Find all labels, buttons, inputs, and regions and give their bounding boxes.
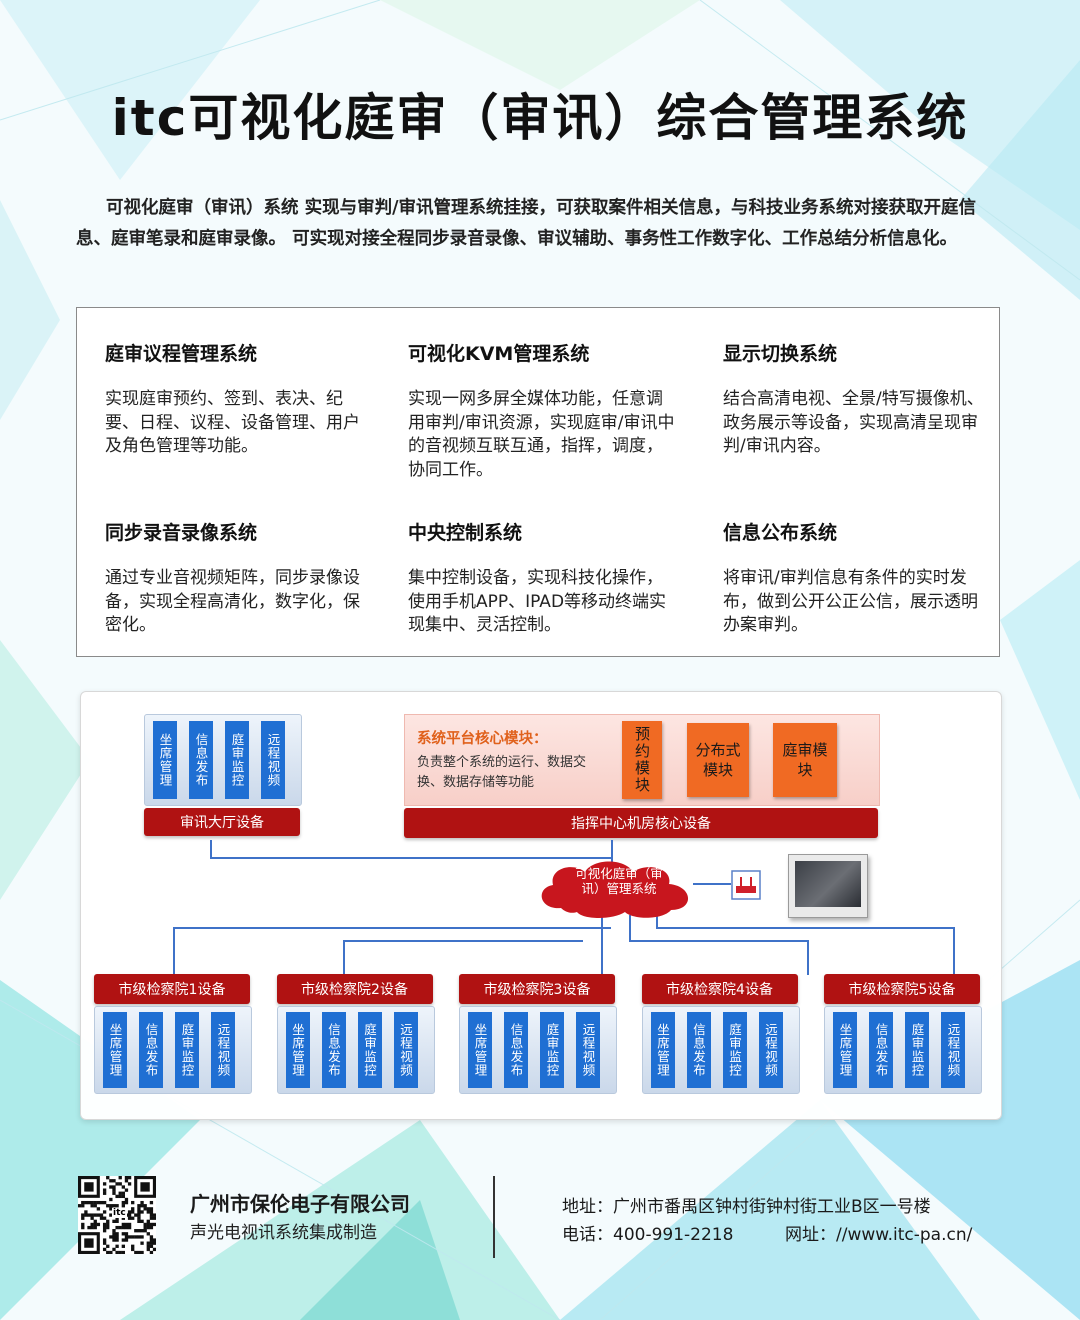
feature-grid: 庭审议程管理系统 实现庭审预约、签到、表决、纪要、日程、议程、设备管理、用户及角… <box>76 307 1000 657</box>
feature-title: 可视化KVM管理系统 <box>408 343 590 365</box>
connector-line <box>173 927 611 929</box>
company-slogan: 声光电视讯系统集成制造 <box>190 1223 377 1243</box>
connector-line <box>611 840 613 858</box>
module-block: 信息发布 <box>321 1012 346 1088</box>
branch-label: 市级检察院2设备 <box>276 974 433 1004</box>
footer: itc 广州市保伦电子有限公司 声光电视讯系统集成制造 地址：广州市番禺区钟村街… <box>0 1170 1080 1270</box>
qr-center-logo: itc <box>112 1208 127 1218</box>
module-block: 庭审监控 <box>357 1012 382 1088</box>
router-icon <box>731 870 761 900</box>
connector-line <box>343 940 345 975</box>
module-block: 远程视频 <box>941 1012 965 1088</box>
connector-line <box>629 940 807 942</box>
module-block: 信息发布 <box>189 721 213 799</box>
module-block: 信息发布 <box>869 1012 893 1088</box>
feature-agenda: 庭审议程管理系统 实现庭审预约、签到、表决、纪要、日程、议程、设备管理、用户及角… <box>105 339 375 459</box>
feature-desc: 实现庭审预约、签到、表决、纪要、日程、议程、设备管理、用户及角色管理等功能。 <box>105 389 360 456</box>
module-block: 远程视频 <box>758 1012 783 1088</box>
feature-desc: 集中控制设备，实现科技化操作，使用手机APP、IPAD等移动终端实现集中、灵活控… <box>408 568 667 635</box>
module-block: 坐席管理 <box>153 721 177 799</box>
feature-desc: 通过专业音视频矩阵，同步录像设备，实现全程高清化，数字化，保密化。 <box>105 568 360 635</box>
feature-recording: 同步录音录像系统 通过专业音视频矩阵，同步录像设备，实现全程高清化，数字化，保密… <box>105 518 375 638</box>
display-monitor-icon <box>788 854 868 918</box>
feature-desc: 结合高清电视、全景/特写摄像机、政务展示等设备，实现高清呈现审判/审讯内容。 <box>723 389 984 456</box>
module-block: 坐席管理 <box>468 1012 492 1088</box>
module-block: 远程视频 <box>261 721 285 799</box>
connector-line <box>210 857 612 859</box>
company-name: 广州市保伦电子有限公司 <box>190 1192 410 1216</box>
hall-module-panel: 坐席管理 信息发布 庭审监控 远程视频 <box>144 714 302 806</box>
cloud-icon <box>541 861 689 918</box>
module-block: 庭审监控 <box>540 1012 564 1088</box>
branch-label: 市级检察院3设备 <box>459 974 615 1004</box>
core-module-reservation: 预约模块 <box>622 721 662 799</box>
branch-module-panel: 坐席管理信息发布庭审监控远程视频 <box>641 1006 800 1094</box>
core-platform-panel: 系统平台核心模块： 负责整个系统的运行、数据交换、数据存储等功能 预约模块 分布… <box>404 714 880 806</box>
feature-kvm: 可视化KVM管理系统 实现一网多屏全媒体功能，任意调用审判/审讯资源，实现庭审/… <box>408 339 678 482</box>
connector-line <box>210 840 212 858</box>
feature-display-switch: 显示切换系统 结合高清电视、全景/特写摄像机、政务展示等设备，实现高清呈现审判/… <box>723 339 985 459</box>
system-architecture-diagram: 坐席管理 信息发布 庭审监控 远程视频 审讯大厅设备 系统平台核心模块： 负责整… <box>80 691 1002 1120</box>
connector-line <box>656 927 953 929</box>
module-block: 坐席管理 <box>285 1012 310 1088</box>
feature-desc: 实现一网多屏全媒体功能，任意调用审判/审讯资源，实现庭审/审讯中的音视频互联互通… <box>408 389 675 480</box>
branch-module-panel: 坐席管理信息发布庭审监控远程视频 <box>276 1006 435 1094</box>
page-title: itc可视化庭审（审讯）综合管理系统 <box>111 89 969 147</box>
connector-line <box>629 915 631 942</box>
module-block: 远程视频 <box>576 1012 600 1088</box>
module-block: 坐席管理 <box>833 1012 857 1088</box>
intro-paragraph: 可视化庭审（审讯）系统 实现与审判/审讯管理系统挂接，可获取案件相关信息，与科技… <box>76 198 976 249</box>
module-block: 信息发布 <box>139 1012 163 1088</box>
feature-desc: 将审讯/审判信息有条件的实时发布，做到公开公正公信，展示透明办案审判。 <box>723 568 978 635</box>
connector-line <box>953 927 955 975</box>
connector-line <box>693 883 731 885</box>
command-center-label: 指挥中心机房核心设备 <box>404 808 878 838</box>
module-block: 坐席管理 <box>103 1012 127 1088</box>
module-block: 庭审监控 <box>225 721 249 799</box>
footer-divider <box>493 1176 495 1258</box>
company-website[interactable]: 网址：//www.itc-pa.cn/ <box>785 1225 973 1245</box>
module-block: 远程视频 <box>393 1012 418 1088</box>
company-address: 地址：广州市番禺区钟村街钟村街工业B区一号楼 <box>562 1197 931 1217</box>
core-platform-title: 系统平台核心模块： <box>417 731 548 747</box>
connector-line <box>656 915 658 929</box>
branch-module-panel: 坐席管理信息发布庭审监控远程视频 <box>824 1006 982 1094</box>
feature-title: 庭审议程管理系统 <box>105 343 258 365</box>
connector-line <box>601 915 603 975</box>
core-platform-desc: 负责整个系统的运行、数据交换、数据存储等功能 <box>417 755 587 790</box>
branch-module-panel: 坐席管理信息发布庭审监控远程视频 <box>94 1006 252 1094</box>
hall-equipment-label: 审讯大厅设备 <box>144 808 300 836</box>
module-block: 庭审监控 <box>722 1012 747 1088</box>
connector-line <box>807 940 809 975</box>
connector-line <box>343 940 583 942</box>
module-block: 信息发布 <box>504 1012 528 1088</box>
branch-label: 市级检察院5设备 <box>824 974 980 1004</box>
feature-title: 显示切换系统 <box>723 343 838 365</box>
branch-module-panel: 坐席管理信息发布庭审监控远程视频 <box>459 1006 617 1094</box>
module-block: 信息发布 <box>686 1012 711 1088</box>
feature-title: 中央控制系统 <box>408 522 523 544</box>
feature-info-publish: 信息公布系统 将审讯/审判信息有条件的实时发布，做到公开公正公信，展示透明办案审… <box>723 518 985 638</box>
feature-title: 信息公布系统 <box>723 522 838 544</box>
connector-line <box>173 927 175 975</box>
company-phone: 电话：400-991-2218 <box>562 1225 734 1245</box>
branch-label: 市级检察院1设备 <box>94 974 250 1004</box>
module-block: 庭审监控 <box>175 1012 199 1088</box>
core-module-distributed: 分布式模块 <box>687 723 749 797</box>
module-block: 坐席管理 <box>650 1012 675 1088</box>
module-block: 远程视频 <box>211 1012 235 1088</box>
branch-label: 市级检察院4设备 <box>641 974 798 1004</box>
feature-central-control: 中央控制系统 集中控制设备，实现科技化操作，使用手机APP、IPAD等移动终端实… <box>408 518 678 638</box>
cloud-system-label: 可视化庭审（审讯）管理系统 <box>575 866 663 896</box>
module-block: 庭审监控 <box>905 1012 929 1088</box>
core-module-trial: 庭审模块 <box>773 723 837 797</box>
feature-title: 同步录音录像系统 <box>105 522 258 544</box>
